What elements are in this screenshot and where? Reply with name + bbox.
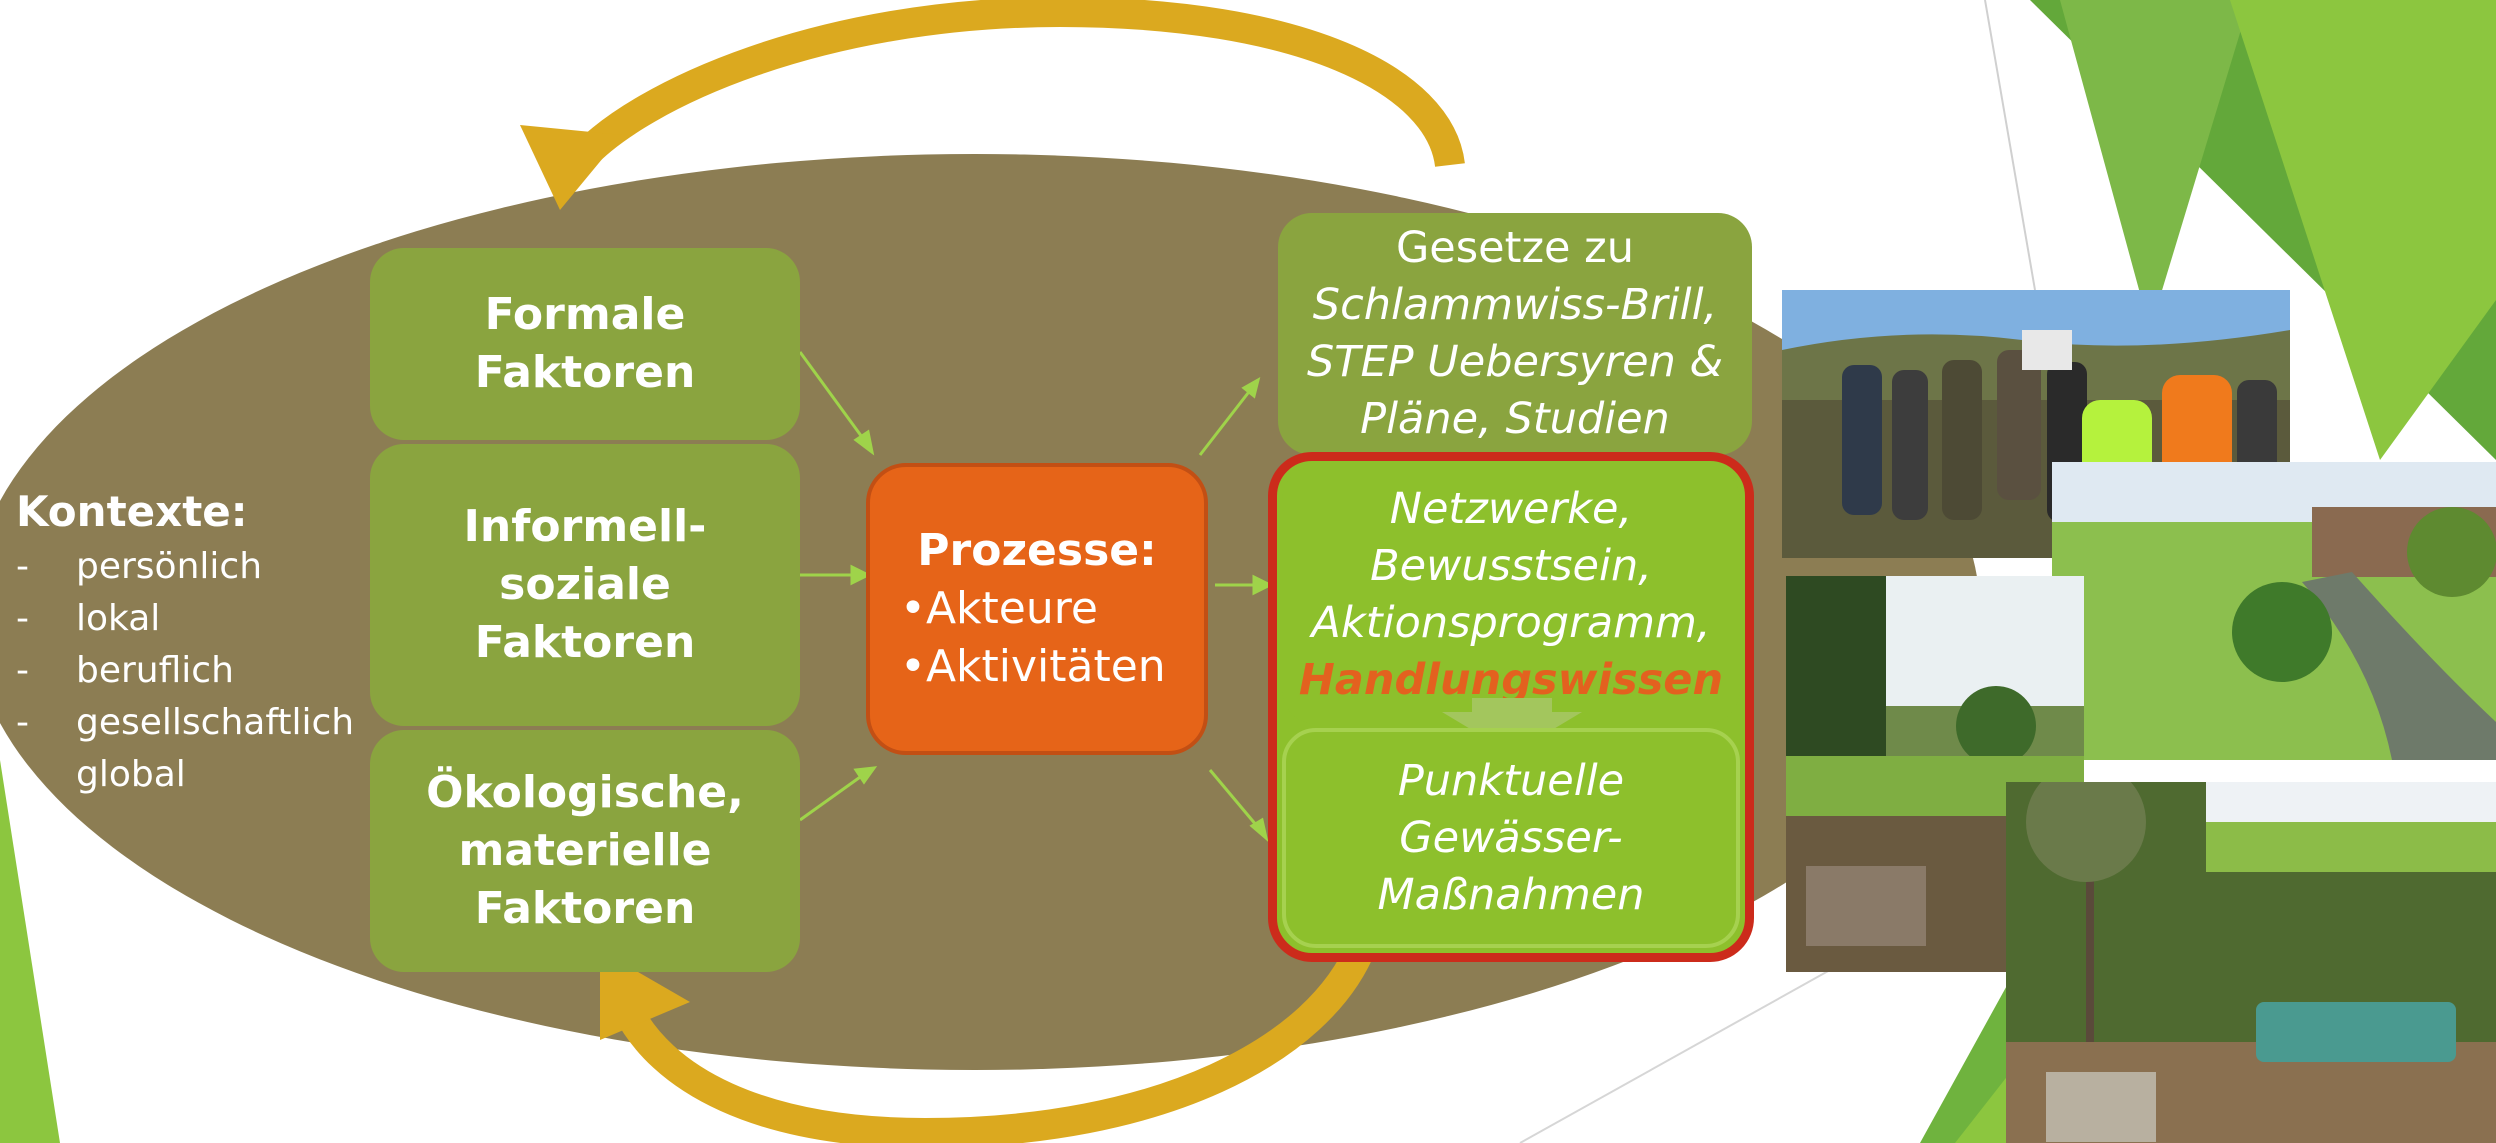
- process-bullet: •Akteure: [900, 583, 1098, 634]
- feedback-arrow-bottom-head: [600, 950, 690, 1040]
- context-item: -beruflich: [16, 650, 234, 691]
- factor-box-ecological-material: Ökologische, materielle Faktoren: [370, 730, 800, 972]
- arrow-right-icon: [1208, 769, 1264, 833]
- context-item: global: [76, 754, 186, 795]
- context-title: Kontexte:: [16, 487, 248, 536]
- context-item: -persönlich: [16, 546, 263, 587]
- arrow-right-icon: [850, 564, 872, 586]
- photo-stream-bank: [2052, 462, 2496, 760]
- arrow-right-icon: [798, 351, 872, 449]
- networks-box: Netzwerke, Bewusstsein, Aktionsprogramm,…: [1282, 466, 1740, 724]
- down-arrow-icon: [1442, 698, 1582, 754]
- feedback-arrow-bottom: [611, 939, 1376, 1143]
- emphasis-text: Handlungswissen: [1298, 655, 1724, 705]
- arrow-right-icon: [853, 429, 875, 456]
- decor-triangle: [1955, 1060, 2020, 1143]
- decor-triangle: [0, 760, 60, 1143]
- feedback-arrow-top-head: [520, 125, 622, 210]
- photo-water-trough: [2006, 782, 2496, 1143]
- decor-line: [1519, 969, 1831, 1143]
- laws-box: Gesetze zu Schlammwiss-Brill, STEP Ueber…: [1278, 213, 1752, 455]
- arrow-right-icon: [799, 768, 871, 822]
- decor-triangle: [2060, 0, 2250, 330]
- context-list: Kontexte: -persönlich -lokal -beruflich …: [16, 483, 354, 801]
- arrow-right-icon: [1252, 574, 1274, 596]
- arrow-right-icon: [853, 766, 878, 785]
- factor-box-formal: Formale Faktoren: [370, 248, 800, 440]
- arrow-right-icon: [1241, 376, 1261, 399]
- feedback-arrow-top: [570, 0, 1465, 169]
- arrow-right-icon: [1249, 817, 1269, 843]
- arrow-right-icon: [1198, 383, 1257, 456]
- process-bullet: •Aktivitäten: [900, 641, 1166, 692]
- factor-box-informal-social: Informell- soziale Faktoren: [370, 444, 800, 726]
- decor-triangle: [2230, 0, 2496, 460]
- process-box: Prozesse: •Akteure •Aktivitäten: [866, 463, 1208, 755]
- context-item: -gesellschaftlich: [16, 702, 355, 743]
- measures-box: Punktuelle Gewässer- Maßnahmen: [1282, 728, 1740, 948]
- context-item: -lokal: [16, 598, 161, 639]
- decor-line: [1984, 0, 2036, 291]
- process-title: Prozesse:: [917, 525, 1157, 576]
- flow-arrows: [792, 351, 1274, 843]
